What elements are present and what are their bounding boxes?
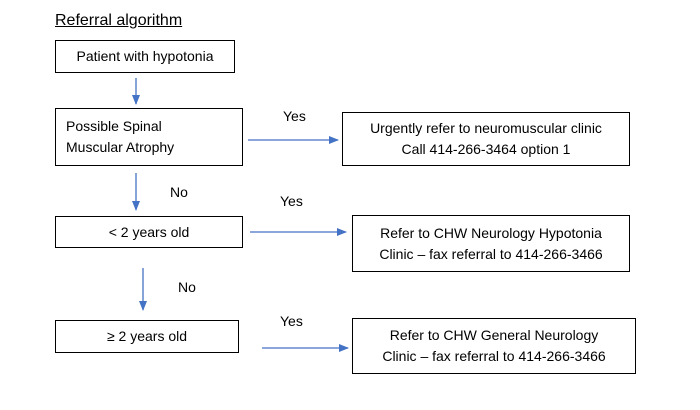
over-2-years-box: ≥ 2 years old: [55, 320, 239, 353]
general-neurology-box: Refer to CHW General Neurology Clinic – …: [352, 318, 636, 374]
under-2-no-label: No: [178, 279, 196, 295]
over-2-yes-label: Yes: [280, 313, 303, 329]
diagram-title: Referral algorithm: [55, 12, 183, 29]
neuromuscular-line-2: Call 414-266-3464 option 1: [401, 141, 571, 157]
sma-yes-label: Yes: [283, 108, 306, 124]
possible-sma-box: Possible Spinal Muscular Atrophy: [55, 108, 243, 166]
neuromuscular-line-1: Urgently refer to neuromuscular clinic: [370, 120, 602, 136]
under-2-years-box: < 2 years old: [55, 216, 243, 248]
over-2-years-label: ≥ 2 years old: [106, 328, 188, 344]
possible-sma-line-1: Possible Spinal: [66, 118, 162, 134]
patient-with-hypotonia-label: Patient with hypotonia: [76, 48, 214, 64]
under-2-yes-label: Yes: [280, 193, 303, 209]
under-2-years-label: < 2 years old: [108, 223, 190, 240]
hypotonia-clinic-line-1: Refer to CHW Neurology Hypotonia: [380, 224, 602, 241]
hypotonia-clinic-line-2: Clinic – fax referral to 414-266-3466: [379, 245, 603, 262]
neuromuscular-clinic-box: Urgently refer to neuromuscular clinic C…: [342, 112, 630, 166]
patient-with-hypotonia-box: Patient with hypotonia: [55, 40, 235, 73]
general-neurology-line-1: Refer to CHW General Neurology: [389, 327, 599, 343]
hypotonia-clinic-box: Refer to CHW Neurology Hypotonia Clinic …: [352, 215, 630, 272]
sma-no-label: No: [170, 184, 188, 200]
general-neurology-line-2: Clinic – fax referral to 414-266-3466: [382, 348, 606, 364]
possible-sma-line-2: Muscular Atrophy: [66, 139, 175, 155]
